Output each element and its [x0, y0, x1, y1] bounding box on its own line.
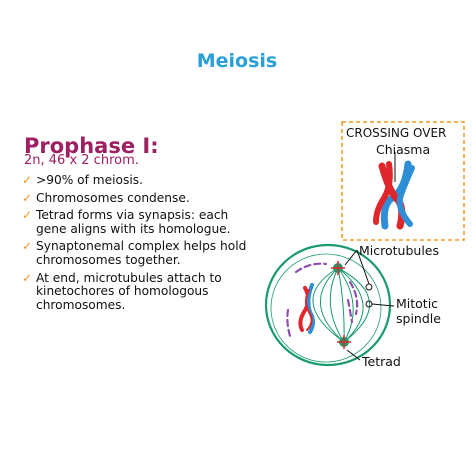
list-item: ✓At end, microtubules attach to kinetoch…: [22, 270, 262, 313]
mitotic-spindle-label-2: spindle: [396, 311, 441, 326]
mitotic-marker: [365, 300, 373, 308]
cell-inner-outline: [270, 253, 382, 363]
cell-outline: [264, 243, 392, 367]
microtubules-label: Microtubules: [359, 243, 439, 258]
phase-heading: Prophase I:: [24, 134, 159, 158]
point-text: At end, microtubules attach to kinetocho…: [36, 270, 222, 312]
centrosome-top: [331, 261, 345, 275]
list-item: ✓>90% of meiosis.: [22, 173, 262, 188]
point-text: >90% of meiosis.: [36, 173, 143, 187]
point-text: Synaptonemal complex helps hold chromoso…: [36, 239, 247, 267]
chromosome-count: 2n, 46 x 2 chrom.: [24, 153, 139, 168]
microtubules-pointer: [344, 249, 358, 266]
chiasma-label: Chiasma: [376, 142, 431, 157]
crossing-over-box: [341, 121, 465, 241]
pointer-lines: [344, 152, 396, 361]
point-text: Tetrad forms via synapsis: each gene ali…: [36, 208, 231, 236]
mitotic-pointer: [371, 303, 395, 307]
list-item: ✓Chromosomes condense.: [22, 190, 262, 206]
check-icon: ✓: [22, 208, 33, 223]
page-title: Meiosis: [196, 50, 278, 72]
check-icon: ✓: [22, 239, 33, 254]
spindle-fibers: [312, 267, 371, 343]
check-icon: ✓: [22, 173, 33, 187]
mitotic-spindle-label: Mitotic: [396, 296, 439, 311]
tetrad-pointer: [346, 349, 361, 361]
tetrad-label: Tetrad: [362, 354, 401, 369]
list-item: ✓Tetrad forms via synapsis: each gene al…: [22, 208, 262, 236]
centrosome-bottom: [337, 335, 351, 349]
tetrad-chromosomes: [298, 283, 315, 334]
check-icon: ✓: [22, 190, 33, 205]
prophase-points: ✓>90% of meiosis. ✓Chromosomes condense.…: [22, 173, 262, 316]
crossing-over-chromosomes: [373, 160, 415, 230]
point-text: Chromosomes condense.: [36, 190, 190, 205]
list-item: ✓Synaptonemal complex helps hold chromos…: [22, 240, 262, 267]
check-icon: ✓: [22, 270, 33, 285]
purple-fragments: [286, 262, 359, 338]
crossover-red-chromatid-2: [373, 161, 393, 225]
microtubules-marker: [365, 283, 373, 291]
crossing-over-label: CROSSING OVER: [346, 126, 447, 140]
microtubules-pointer-2: [356, 249, 370, 285]
crossover-blue-chromatid-2: [396, 165, 415, 227]
